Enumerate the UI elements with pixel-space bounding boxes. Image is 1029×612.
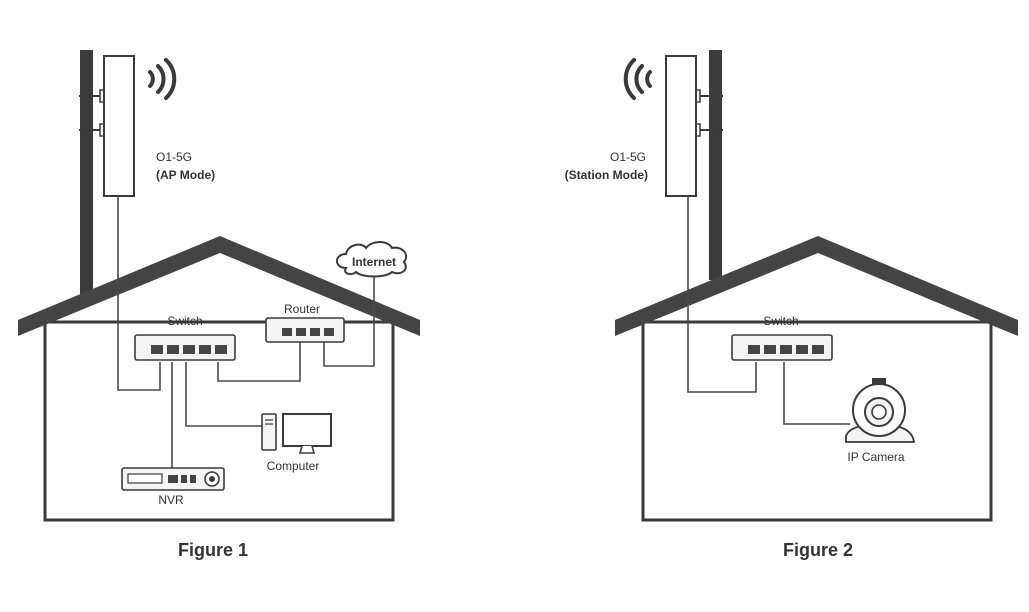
station-model-label: O1-5G bbox=[610, 150, 646, 164]
station-mode-label: (Station Mode) bbox=[565, 168, 648, 182]
ap-model-label: O1-5G bbox=[156, 150, 192, 164]
wifi-signal-icon bbox=[148, 58, 177, 100]
cable-ap-to-switch bbox=[117, 196, 161, 391]
figure-1: O1-5G (AP Mode) Switch Router bbox=[18, 50, 420, 560]
nvr-icon bbox=[121, 467, 225, 491]
ap-mode-label: (AP Mode) bbox=[156, 168, 215, 182]
computer-icon bbox=[261, 413, 332, 454]
switch-2-label: Switch bbox=[763, 314, 798, 328]
cable-switch-to-camera bbox=[783, 362, 850, 425]
pole-1 bbox=[80, 50, 93, 295]
cable-station-to-switch bbox=[687, 196, 757, 393]
figure-2: O1-5G (Station Mode) Switch IP Camera Fi… bbox=[565, 50, 1018, 560]
ap-device-1 bbox=[79, 55, 135, 197]
ap-device-2 bbox=[665, 55, 723, 197]
camera-label: IP Camera bbox=[847, 450, 904, 464]
figure-1-caption: Figure 1 bbox=[178, 540, 248, 560]
ip-camera-icon bbox=[845, 378, 916, 443]
cable-router-to-internet bbox=[323, 274, 375, 367]
switch-2 bbox=[731, 334, 833, 361]
cable-switch-to-computer bbox=[185, 362, 262, 427]
router-label: Router bbox=[284, 302, 320, 316]
wifi-signal-icon bbox=[623, 58, 652, 100]
computer-label: Computer bbox=[267, 459, 320, 473]
pole-2 bbox=[709, 50, 722, 280]
cable-switch-to-router bbox=[217, 342, 301, 382]
internet-label: Internet bbox=[352, 255, 396, 269]
switch-1-label: Switch bbox=[167, 314, 202, 328]
switch-1 bbox=[134, 334, 236, 361]
cloud-icon bbox=[336, 241, 408, 278]
router bbox=[265, 317, 345, 343]
figure-2-caption: Figure 2 bbox=[783, 540, 853, 560]
nvr-label: NVR bbox=[158, 493, 184, 507]
